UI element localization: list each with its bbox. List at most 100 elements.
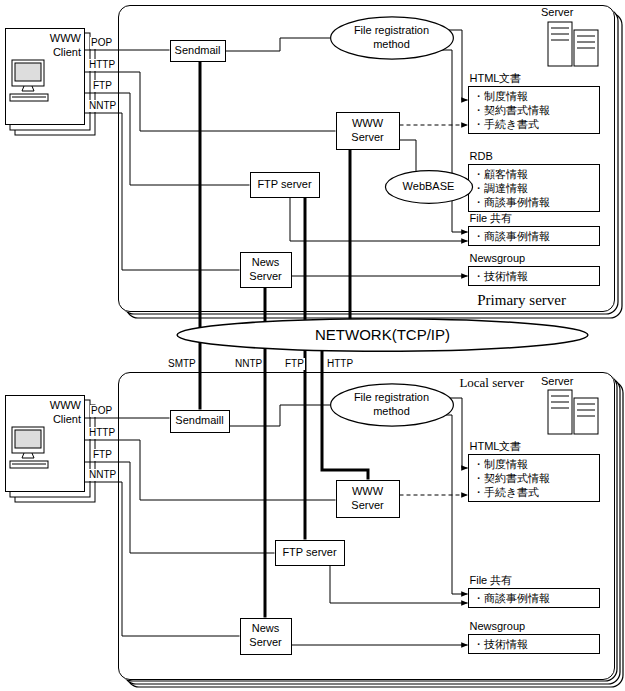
store-heading: Newsgroup [468, 620, 600, 634]
node-text: News Server [245, 622, 287, 650]
node-text: HTML文書 [470, 72, 600, 86]
node-text: ・契約書式情報 [473, 471, 595, 485]
ellipse-shape [330, 383, 453, 425]
process-box: Sendmail [170, 40, 226, 62]
node-text: FTP server [257, 178, 311, 192]
connector [85, 482, 240, 636]
monitor-icon [10, 60, 48, 468]
process-box: FTP server [275, 540, 345, 566]
node-text: File 共有 [470, 574, 600, 588]
ellipse-shape [385, 170, 472, 203]
store-list: ・顧客情報・調達情報・商談事例情報 [468, 164, 600, 213]
connector [304, 350, 307, 539]
node-text: ・顧客情報 [473, 167, 595, 181]
node-text: ・契約書式情報 [473, 103, 595, 117]
store-list: ・制度情報・契約書式情報・手続き書式 [468, 454, 600, 503]
connector [304, 198, 307, 320]
node-text: ・制度情報 [473, 457, 595, 471]
node-text: ・技術情報 [473, 269, 595, 283]
protocol-label: NNTP [88, 100, 117, 112]
protocol-label: FTP [284, 358, 305, 370]
ellipse-shape [177, 319, 588, 352]
node-text: Sendmaill [175, 414, 223, 428]
protocol-label: SMTP [167, 358, 197, 370]
node-text: File registration method [344, 391, 440, 419]
region-title: Primary server [477, 291, 566, 310]
node-text: WWW Server [341, 485, 395, 513]
client-label: WWW Client [41, 399, 81, 427]
connector [199, 62, 202, 328]
process-box: WWW Server [336, 112, 400, 150]
protocol-label: FTP [92, 449, 113, 461]
node-text: WebBASE [403, 180, 455, 194]
protocol-label: HTTP [88, 427, 116, 439]
node-text: FTP server [282, 546, 336, 560]
client-stack [5, 28, 95, 502]
connector [199, 342, 202, 409]
node-text: ・商談事例情報 [473, 591, 595, 605]
store-heading: File 共有 [468, 212, 600, 226]
store-heading: RDB [468, 150, 600, 164]
protocol-label: HTTP [326, 358, 354, 370]
client-terminal: WWW Client [5, 395, 85, 492]
node-text: ・商談事例情報 [473, 195, 595, 209]
process-box: FTP server [250, 172, 320, 198]
protocol-label: HTTP [88, 59, 116, 71]
protocol-label: NNTP [234, 358, 263, 370]
connector [349, 150, 352, 319]
connector [85, 462, 275, 553]
connector [226, 38, 331, 51]
data-store: File 共有・商談事例情報 [468, 212, 600, 248]
store-list: ・技術情報 [468, 266, 600, 286]
node-text: File 共有 [470, 212, 600, 226]
node-text: Newsgroup [470, 252, 600, 266]
connector [85, 418, 170, 419]
data-store: HTML文書・制度情報・契約書式情報・手続き書式 [468, 440, 600, 510]
store-heading: HTML文書 [468, 440, 600, 454]
node-text: WWW Server [341, 117, 395, 145]
node-text: ・調達情報 [473, 181, 595, 195]
connector [292, 276, 468, 277]
node-text: NETWORK(TCP/IP) [315, 326, 450, 345]
data-store: Newsgroup・技術情報 [468, 620, 600, 655]
ellipse-label: File registration method [330, 24, 454, 52]
region-title: Local server [459, 375, 524, 391]
store-list: ・制度情報・契約書式情報・手続き書式 [468, 86, 600, 135]
process-box: News Server [240, 252, 292, 288]
client-label: WWW Client [41, 32, 81, 60]
connector [445, 415, 468, 594]
protocol-label: POP [90, 37, 113, 49]
connector [441, 50, 468, 232]
icon-label: Server [540, 375, 574, 388]
node-text: ・手続き書式 [473, 485, 595, 499]
connector [264, 288, 267, 322]
server-region: Local serverSendmaill File registration m… [118, 372, 615, 680]
store-list: ・商談事例情報 [468, 226, 600, 246]
node-text: ・商談事例情報 [473, 229, 595, 243]
node-text: WWW Client [41, 399, 81, 427]
store-list: ・技術情報 [468, 634, 600, 654]
store-heading: HTML文書 [468, 72, 600, 86]
protocol-label: NNTP [88, 469, 117, 481]
node-text: Sendmail [175, 44, 221, 58]
data-store: File 共有・商談事例情報 [468, 574, 600, 610]
connector [85, 93, 250, 185]
node-text: RDB [470, 150, 600, 164]
server-region: Primary server Sendmail File registration … [118, 5, 615, 312]
ellipse-node: File registration method [330, 16, 454, 60]
node-text: Local server [459, 375, 524, 391]
connector [85, 440, 336, 500]
connector [400, 495, 468, 496]
node-text: News Server [245, 256, 287, 284]
ellipse-node: WebBASE [385, 170, 473, 204]
data-store: HTML文書・制度情報・契約書式情報・手続き書式 [468, 72, 600, 142]
process-box: Sendmaill [170, 410, 230, 433]
connector [230, 405, 331, 426]
node-text: ・手続き書式 [473, 117, 595, 131]
node-text: HTML文書 [470, 440, 600, 454]
store-heading: Newsgroup [468, 252, 600, 266]
ellipse-shape [330, 16, 453, 58]
connector [330, 566, 468, 604]
process-box: WWW Server [336, 480, 400, 518]
